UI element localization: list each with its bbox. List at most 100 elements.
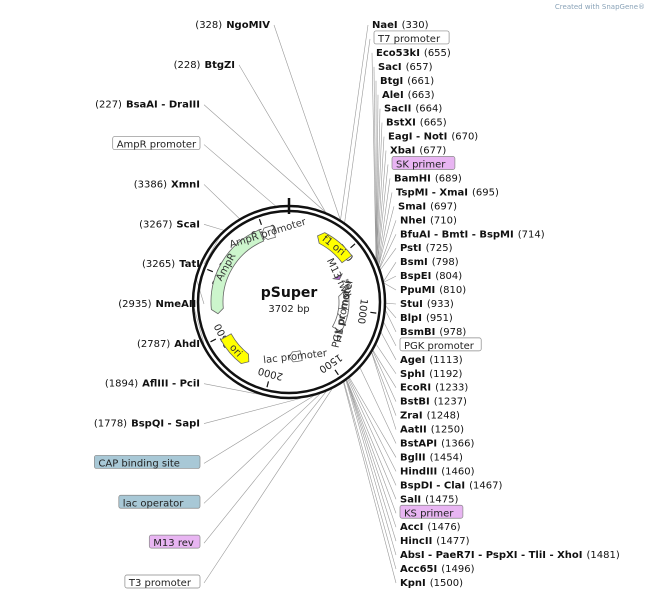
site-position: (798) [432, 257, 459, 268]
feature-ampr[interactable] [210, 229, 265, 315]
restriction-site-label[interactable]: BamHI(689) [394, 173, 462, 184]
restriction-site-label[interactable]: AccI(1476) [400, 522, 461, 533]
restriction-site-label[interactable]: ZraI(1248) [400, 411, 460, 422]
site-position: (655) [424, 48, 451, 59]
restriction-site-label[interactable]: (1894)AflIII - PciI [105, 379, 200, 390]
restriction-site-label[interactable]: EagI - NotI(670) [388, 132, 478, 143]
restriction-site-label[interactable]: BsmBI(978) [400, 327, 466, 338]
tick-mark [210, 338, 217, 343]
site-position: (810) [439, 285, 466, 296]
restriction-site-label[interactable]: BstXI(665) [386, 118, 447, 129]
restriction-site-label[interactable]: NheI(710) [400, 215, 457, 226]
site-labels: NaeI(330)T7 promoterEco53kI(655)SacI(657… [94, 20, 620, 589]
restriction-site-label[interactable]: BlpI(951) [400, 313, 453, 324]
restriction-site-label[interactable]: Acc65I(1496) [400, 564, 475, 575]
restriction-site-label[interactable]: SphI(1192) [400, 369, 463, 380]
restriction-site-label[interactable]: EcoRI(1233) [400, 383, 468, 394]
leader-line [238, 64, 326, 213]
restriction-site-label[interactable]: SmaI(697) [398, 201, 457, 212]
feature-ampr-promoter[interactable] [260, 225, 276, 240]
enzyme-name: BamHI [394, 173, 431, 184]
restriction-site-label[interactable]: BstBI(1237) [400, 397, 467, 408]
feature-box-label: M13 rev [153, 538, 194, 549]
restriction-site-label[interactable]: HincII(1477) [400, 536, 470, 547]
site-position: (3267) [139, 219, 172, 230]
feature-label-box[interactable] [124, 574, 201, 589]
feature-label-box[interactable] [94, 455, 201, 469]
leader-line [203, 391, 327, 544]
feature-label-box[interactable] [148, 534, 201, 549]
feature-label-box[interactable] [399, 337, 482, 352]
site-position: (951) [426, 313, 453, 324]
restriction-site-label[interactable]: SacII (664) [384, 104, 442, 115]
restriction-site-label[interactable]: (328)NgoMIV [195, 20, 270, 31]
restriction-site-label[interactable]: TspMI - XmaI(695) [396, 187, 499, 198]
site-position: (677) [419, 146, 446, 157]
feature-label-box[interactable] [399, 504, 464, 519]
restriction-site-label[interactable]: NaeI(330) [372, 20, 429, 31]
restriction-site-label[interactable]: HindIII(1460) [400, 466, 475, 477]
enzyme-name: AleI [382, 90, 404, 101]
enzyme-name: AgeI [400, 355, 425, 366]
feature-label-box[interactable] [112, 136, 201, 150]
leader-line [346, 379, 397, 528]
feature-ori[interactable] [220, 333, 250, 365]
leader-line [203, 393, 321, 504]
restriction-site-label[interactable]: KpnI(1500) [400, 578, 463, 589]
restriction-site-label[interactable]: AleI(663) [382, 90, 435, 101]
restriction-site-label[interactable]: PpuMI (810) [400, 285, 466, 296]
restriction-site-label[interactable]: PstI(725) [400, 243, 453, 254]
restriction-site-label[interactable]: BspEI (804) [400, 271, 462, 282]
restriction-site-label[interactable]: (3265)TatI [142, 259, 200, 270]
site-position: (804) [435, 271, 462, 282]
feature-label-box[interactable] [118, 494, 201, 509]
restriction-site-label[interactable]: SacI(657) [378, 62, 433, 73]
restriction-site-label[interactable]: AatII(1250) [400, 425, 464, 436]
site-position: (1250) [431, 425, 464, 436]
restriction-site-label[interactable]: BstAPI(1366) [400, 439, 475, 450]
label-leader-lines [191, 24, 397, 584]
restriction-site-label[interactable]: (2935)NmeAIII [118, 299, 200, 310]
restriction-site-label[interactable]: SalI(1475) [400, 494, 458, 505]
restriction-site-label[interactable]: (227)BsaAI - DraIII [95, 100, 200, 111]
site-position: (3386) [134, 179, 167, 190]
restriction-site-label[interactable]: (3267)ScaI [139, 219, 200, 230]
restriction-site-label[interactable]: (1778)BspQI - SapI [94, 419, 200, 430]
enzyme-name: BfuAI - BmtI - BspMI [400, 229, 514, 240]
feature-m13-fwd[interactable] [332, 273, 343, 281]
feature-f1-ori[interactable] [317, 232, 353, 264]
feature-label-box[interactable] [391, 156, 456, 170]
restriction-site-label[interactable]: Eco53kI (655) [376, 48, 451, 59]
restriction-site-label[interactable]: BtgI(661) [380, 76, 434, 87]
feature-box-label: KS primer [404, 508, 454, 519]
site-position: (664) [415, 104, 442, 115]
restriction-site-label[interactable]: XbaI(677) [390, 146, 446, 157]
leader-line [378, 206, 395, 266]
enzyme-name: BspEI [400, 271, 431, 282]
site-position: (2935) [118, 299, 151, 310]
restriction-site-label[interactable]: (228)BtgZI [174, 60, 235, 71]
restriction-site-label[interactable]: BspDI - ClaI(1467) [400, 480, 502, 491]
enzyme-name: TspMI - XmaI [396, 187, 468, 198]
leader-line [375, 344, 397, 374]
enzyme-name: PpuMI [400, 285, 435, 296]
enzyme-name: HindIII [400, 466, 437, 477]
enzyme-name: Acc65I [400, 564, 437, 575]
feature-pgk-promoter[interactable] [337, 307, 349, 319]
restriction-site-label[interactable]: (2787)AhdI [137, 339, 200, 350]
restriction-site-label[interactable]: AbsI - PaeR7I - PspXI - TliI - XhoI(1481… [400, 550, 620, 561]
enzyme-name: AccI [400, 522, 423, 533]
enzyme-name: SacII [384, 104, 411, 115]
enzyme-name: Eco53kI [376, 48, 420, 59]
restriction-site-label[interactable]: BsmI(798) [400, 257, 459, 268]
restriction-site-label[interactable]: AgeI(1113) [400, 355, 463, 366]
leader-line [343, 381, 397, 570]
restriction-site-label[interactable]: StuI(933) [400, 299, 454, 310]
restriction-site-label[interactable]: BglII(1454) [400, 452, 463, 463]
enzyme-name: XmnI [171, 179, 200, 190]
leader-line [383, 322, 397, 346]
feature-lac-promoter[interactable] [288, 350, 303, 363]
restriction-site-label[interactable]: (3386) XmnI [134, 179, 200, 190]
restriction-site-label[interactable]: BfuAI - BmtI - BspMI(714) [400, 229, 545, 240]
feature-label-box[interactable] [373, 30, 450, 45]
